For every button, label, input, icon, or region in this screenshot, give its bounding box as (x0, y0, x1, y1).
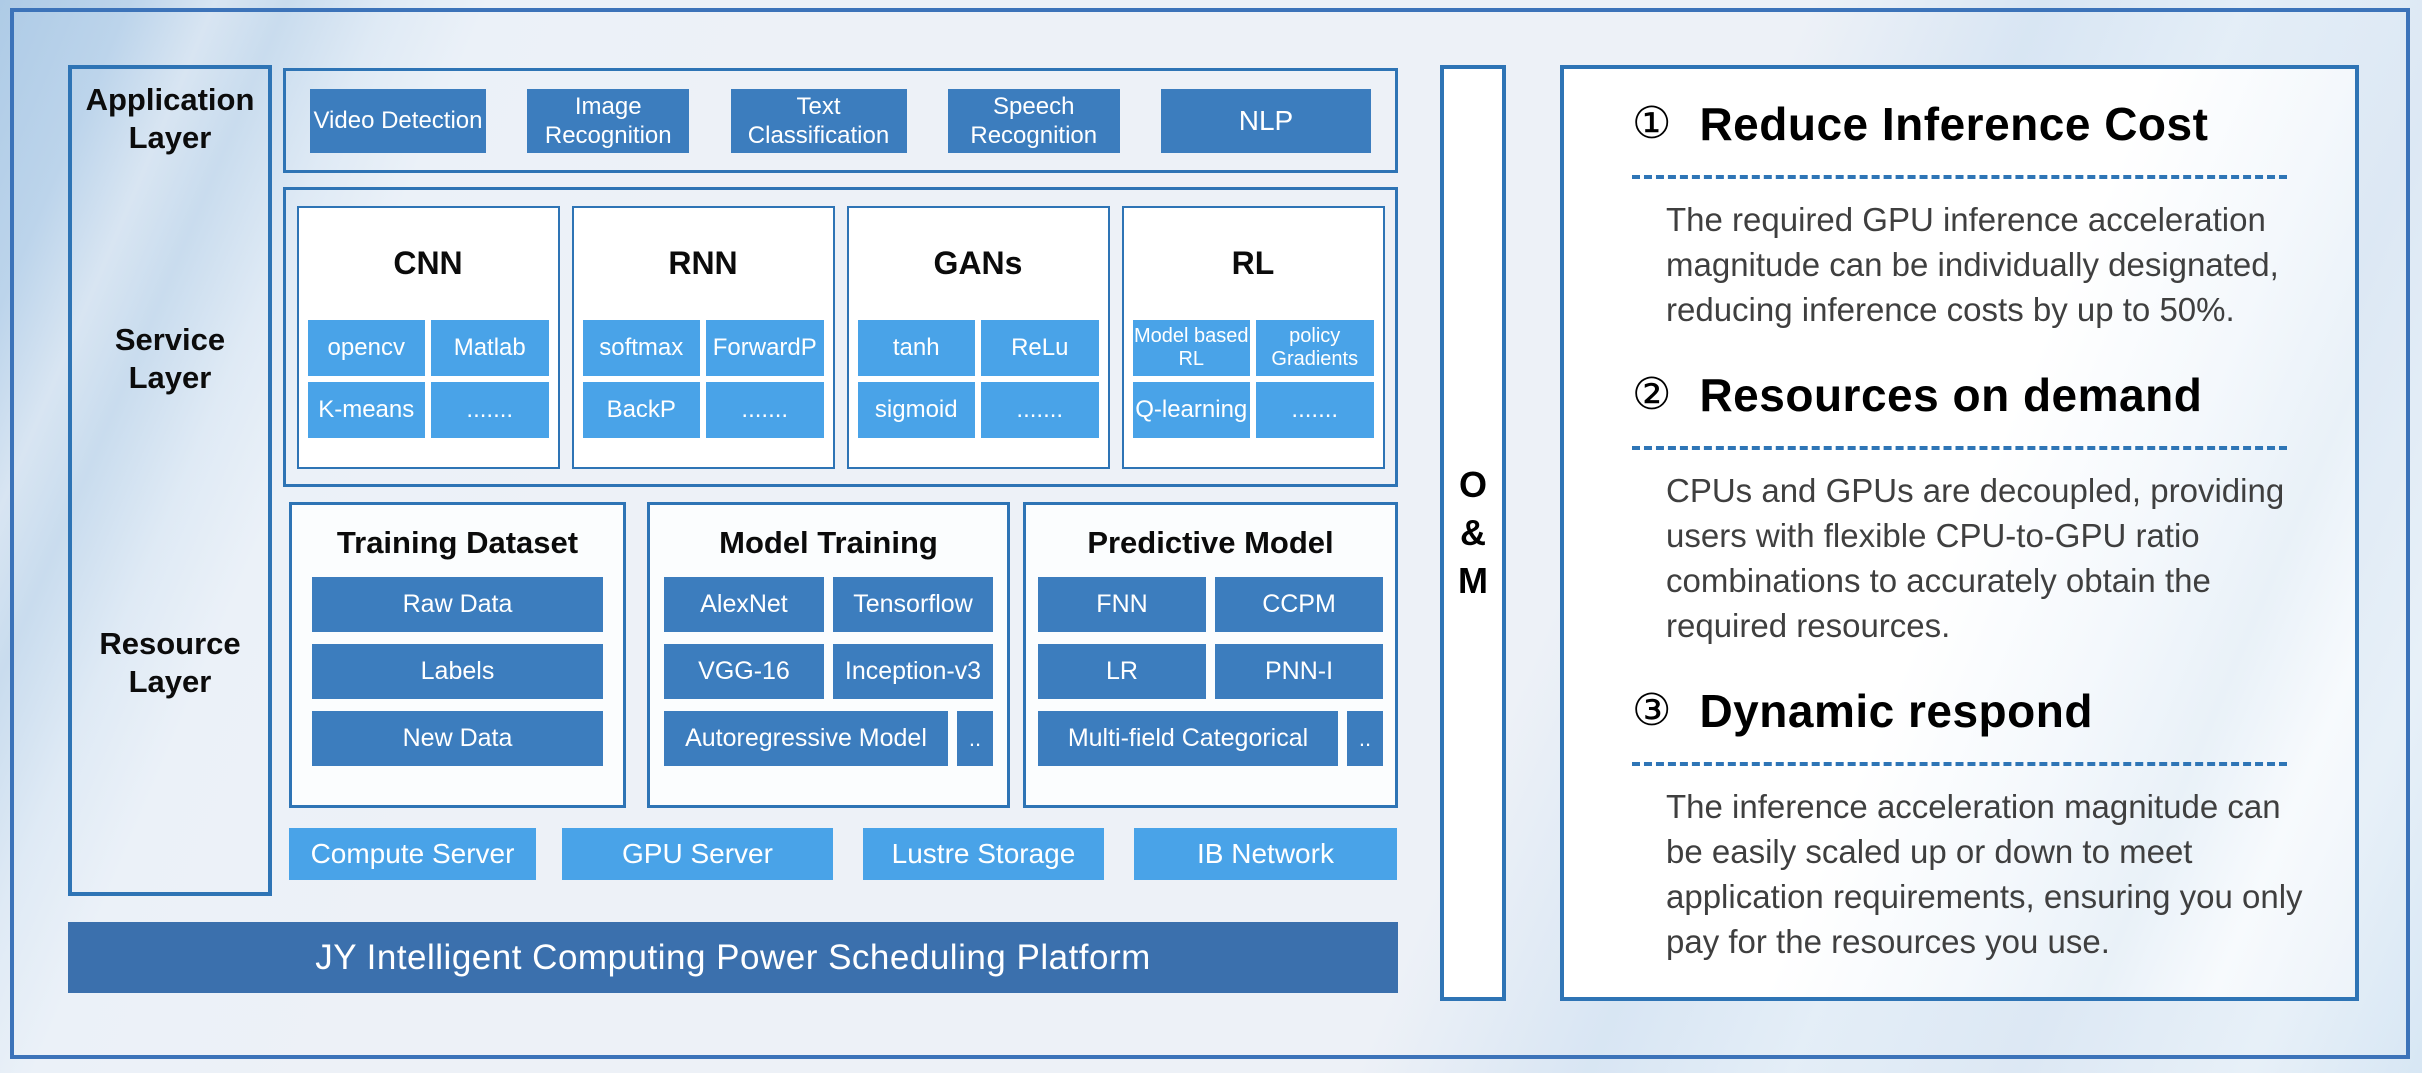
infra-chip-gpu-server: GPU Server (562, 828, 833, 880)
resource-chip-new-data: New Data (312, 711, 603, 766)
circled-number-2-icon: ② (1632, 370, 1672, 419)
service-card-rl: RL Model based RL policy Gradients Q-lea… (1121, 205, 1385, 469)
resource-chip-ccpm: CCPM (1215, 577, 1383, 632)
om-letter-m: M (1458, 560, 1488, 601)
om-bar: O & M (1440, 65, 1506, 1001)
benefit-title: Dynamic respond (1699, 685, 2093, 737)
resource-chip-more: .. (1347, 711, 1383, 766)
resource-chip-vgg16: VGG-16 (664, 644, 824, 699)
resource-rows: Raw Data Labels New Data (312, 577, 603, 766)
app-chip-nlp: NLP (1161, 88, 1371, 153)
dashed-separator (1632, 175, 2287, 179)
service-card-title: CNN (393, 245, 463, 281)
service-chip-model-based-rl: Model based RL (1132, 319, 1250, 376)
service-chip-opencv: opencv (307, 319, 425, 376)
app-chip-video-detection: Video Detection (310, 88, 486, 153)
resource-rows: AlexNet Tensorflow VGG-16 Inception-v3 A… (664, 577, 993, 766)
benefit-heading: ① Reduce Inference Cost (1632, 97, 2295, 151)
service-chip-ellipsis: ....... (706, 381, 824, 438)
om-letter-o: O (1458, 464, 1487, 505)
service-chip-policy-gradients: policy Gradients (1256, 319, 1374, 376)
layer-column: Application Layer Service Layer Resource… (68, 65, 272, 896)
benefit-reduce-inference-cost: ① Reduce Inference Cost The required GPU… (1632, 97, 2295, 332)
resource-chip-raw-data: Raw Data (312, 577, 603, 632)
service-chip-grid: Model based RL policy Gradients Q-learni… (1132, 319, 1374, 438)
infra-chip-compute-server: Compute Server (289, 828, 536, 880)
resource-chip-inception-v3: Inception-v3 (833, 644, 993, 699)
service-card-cnn: CNN opencv Matlab K-means ....... (296, 205, 560, 469)
resource-chip-lr: LR (1038, 644, 1206, 699)
resource-chip-labels: Labels (312, 644, 603, 699)
service-chip-matlab: Matlab (431, 319, 549, 376)
application-layer-label: Application Layer (85, 82, 255, 155)
benefit-resources-on-demand: ② Resources on demand CPUs and GPUs are … (1632, 368, 2295, 648)
resource-card-predictive-model: Predictive Model FNN CCPM LR PNN-I Multi… (1023, 502, 1398, 808)
service-chip-grid: softmax ForwardP BackP ....... (582, 319, 824, 438)
service-layer-box: CNN opencv Matlab K-means ....... RNN so… (283, 187, 1398, 487)
service-chip-sigmoid: sigmoid (857, 381, 975, 438)
benefit-body: The required GPU inference acceleration … (1666, 201, 2279, 328)
service-chip-ellipsis: ....... (431, 381, 549, 438)
resource-chip-tensorflow: Tensorflow (833, 577, 993, 632)
service-chip-qlearning: Q-learning (1132, 381, 1250, 438)
resource-chip-alexnet: AlexNet (664, 577, 824, 632)
dashed-separator (1632, 762, 2287, 766)
benefits-panel: ① Reduce Inference Cost The required GPU… (1560, 65, 2359, 1001)
app-chip-image-recognition: Image Recognition (527, 88, 690, 153)
service-chip-grid: opencv Matlab K-means ....... (307, 319, 549, 438)
resource-card-training-dataset: Training Dataset Raw Data Labels New Dat… (289, 502, 626, 808)
application-layer-box: Video Detection Image Recognition Text C… (283, 68, 1398, 173)
circled-number-1-icon: ① (1632, 99, 1672, 148)
resource-card-title: Model Training (719, 525, 938, 560)
resource-chip-multi-field-categorical: Multi-field Categorical (1038, 711, 1338, 766)
service-chip-relu: ReLu (981, 319, 1099, 376)
dashed-separator (1632, 446, 2287, 450)
service-card-title: GANs (933, 245, 1023, 281)
resource-rows: FNN CCPM LR PNN-I Multi-field Categorica… (1038, 577, 1383, 766)
service-chip-softmax: softmax (582, 319, 700, 376)
resource-card-title: Training Dataset (336, 525, 579, 560)
resource-chip-pnn-i: PNN-I (1215, 644, 1383, 699)
service-chip-backp: BackP (582, 381, 700, 438)
service-chip-tanh: tanh (857, 319, 975, 376)
service-layer-label: Service Layer (114, 322, 226, 395)
resource-card-model-training: Model Training AlexNet Tensorflow VGG-16… (647, 502, 1010, 808)
service-chip-forwardp: ForwardP (706, 319, 824, 376)
infra-chip-ib-network: IB Network (1134, 828, 1397, 880)
om-ampersand: & (1460, 512, 1486, 553)
benefit-body: CPUs and GPUs are decoupled, providing u… (1666, 472, 2285, 644)
service-card-title: RNN (668, 245, 738, 281)
service-card-title: RL (1231, 245, 1275, 281)
resource-chip-autoregressive-model: Autoregressive Model (664, 711, 948, 766)
benefit-dynamic-respond: ③ Dynamic respond The inference accelera… (1632, 684, 2303, 964)
resource-layer-label: Resource Layer (99, 626, 241, 699)
benefit-heading: ③ Dynamic respond (1632, 684, 2295, 738)
resource-chip-fnn: FNN (1038, 577, 1206, 632)
circled-number-3-icon: ③ (1632, 686, 1672, 735)
benefit-title: Reduce Inference Cost (1699, 98, 2209, 150)
infra-chip-lustre-storage: Lustre Storage (863, 828, 1104, 880)
service-chip-ellipsis: ....... (1256, 381, 1374, 438)
service-card-rnn: RNN softmax ForwardP BackP ....... (571, 205, 835, 469)
benefit-body: The inference acceleration magnitude can… (1666, 788, 2303, 960)
service-chip-ellipsis: ....... (981, 381, 1099, 438)
resource-chip-more: .. (957, 711, 993, 766)
benefit-title: Resources on demand (1699, 369, 2203, 421)
app-chip-text-classification: Text Classification (730, 88, 907, 153)
app-chip-speech-recognition: Speech Recognition (947, 88, 1120, 153)
service-chip-kmeans: K-means (307, 381, 425, 438)
resource-card-title: Predictive Model (1087, 525, 1334, 560)
platform-title-bar: JY Intelligent Computing Power Schedulin… (68, 922, 1398, 993)
service-card-gans: GANs tanh ReLu sigmoid ....... (846, 205, 1110, 469)
service-chip-grid: tanh ReLu sigmoid ....... (857, 319, 1099, 438)
benefit-heading: ② Resources on demand (1632, 368, 2295, 422)
